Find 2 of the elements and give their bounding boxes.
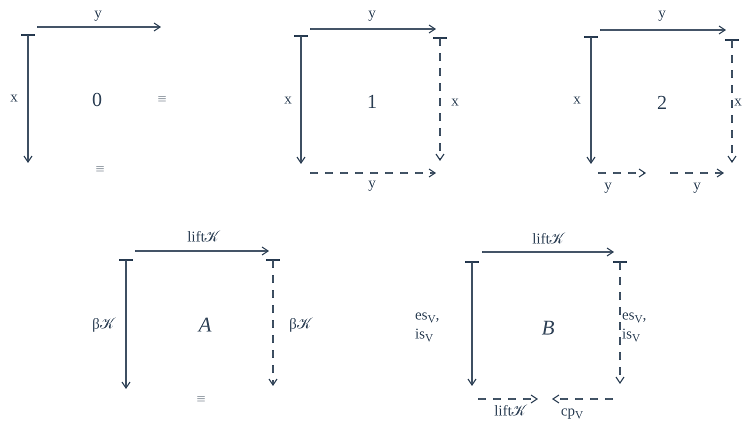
arrow-label: β𝒦: [91, 316, 115, 334]
arrow-label: β𝒦: [288, 316, 312, 334]
